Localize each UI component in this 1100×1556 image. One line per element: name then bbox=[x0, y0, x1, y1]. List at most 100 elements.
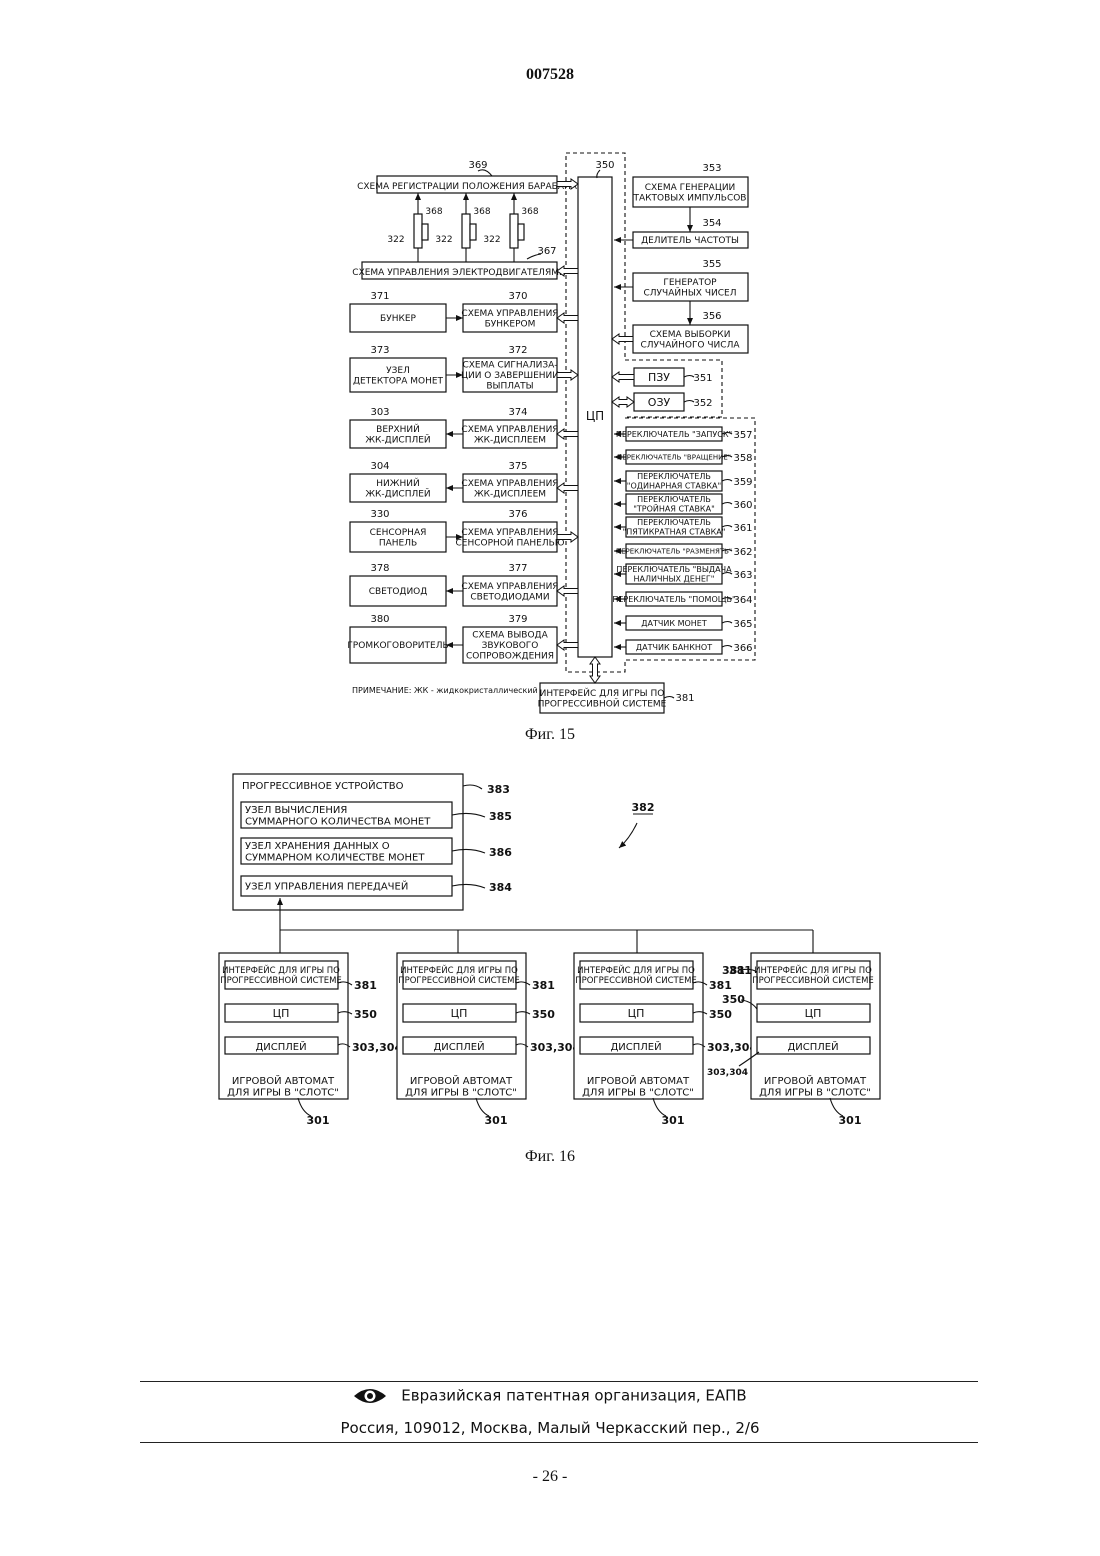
slot-caption-1-line-1: ДЛЯ ИГРЫ В "СЛОТС" bbox=[227, 1087, 339, 1098]
switch-ref-leader-366 bbox=[722, 646, 732, 648]
slot-cpu-label-1: ЦП bbox=[273, 1007, 290, 1020]
switch-text-360-line-1: "ТРОЙНАЯ СТАВКА" bbox=[633, 503, 715, 514]
motor-control-circuit-ref: 367 bbox=[537, 246, 556, 257]
switch-text-359-line-0: ПЕРЕКЛЮЧАТЕЛЬ bbox=[637, 472, 711, 481]
device-text-380-line-0: ГРОМКОГОВОРИТЕЛЬ bbox=[347, 641, 448, 651]
control-text-374-line-1: ЖК-ДИСПЛЕЕМ bbox=[474, 435, 546, 445]
device-ref-380: 380 bbox=[370, 614, 389, 625]
bus-arrow-to-cpu-372 bbox=[557, 370, 578, 380]
progressive-unit-text-385-line-0: УЗЕЛ ВЫЧИСЛЕНИЯ bbox=[245, 805, 347, 816]
slot-display-ref-3: 303,304 bbox=[707, 1041, 757, 1054]
cpu-ref-number: 350 bbox=[595, 160, 614, 171]
switch-text-357-line-0: ПЕРЕКЛЮЧАТЕЛЬ "ЗАПУСК" bbox=[616, 430, 732, 439]
control-text-372-line-1: ЦИИ О ЗАВЕРШЕНИИ bbox=[461, 371, 559, 381]
figure-16: ПРОГРЕССИВНОЕ УСТРОЙСТВО383УЗЕЛ ВЫЧИСЛЕН… bbox=[219, 774, 880, 1127]
device-text-303-line-0: ВЕРХНИЙ bbox=[376, 423, 420, 435]
progressive-unit-ref-385: 385 bbox=[489, 810, 512, 823]
control-ref-370: 370 bbox=[508, 291, 527, 302]
bus-arrow-interface bbox=[590, 657, 600, 683]
slot-interface-ref-3-upper: 381 bbox=[729, 964, 752, 977]
progressive-unit-text-384-line-0: УЗЕЛ УПРАВЛЕНИЯ ПЕРЕДАЧЕЙ bbox=[245, 880, 408, 893]
switch-ref-leader-365 bbox=[722, 622, 732, 624]
switch-ref-362: 362 bbox=[733, 547, 752, 558]
progressive-unit-text-385-line-1: СУММАРНОГО КОЛИЧЕСТВА МОНЕТ bbox=[245, 816, 431, 827]
eye-logo-icon bbox=[353, 1386, 387, 1406]
slot-interface-ref-1: 381 bbox=[354, 979, 377, 992]
switch-text-360-line-0: ПЕРЕКЛЮЧАТЕЛЬ bbox=[637, 495, 711, 504]
bus-arrow-rom bbox=[612, 372, 634, 382]
abbreviation-note: ПРИМЕЧАНИЕ: ЖК - жидкокристаллический bbox=[352, 686, 538, 695]
memory-ref-352: 352 bbox=[693, 398, 712, 409]
control-text-375-line-1: ЖК-ДИСПЛЕЕМ bbox=[474, 489, 546, 499]
slot-interface-text-1-line-1: ПРОГРЕССИВНОЙ СИСТЕМЕ bbox=[220, 974, 342, 986]
right-block-text-355-line-1: СЛУЧАЙНЫХ ЧИСЕЛ bbox=[644, 286, 737, 298]
stepping-motor-3 bbox=[510, 214, 518, 248]
figure-15-caption: Фиг. 15 bbox=[0, 726, 1100, 744]
slot-caption-3-line-0: ИГРОВОЙ АВТОМАТ bbox=[587, 1074, 690, 1087]
right-block-text-355-line-0: ГЕНЕРАТОР bbox=[663, 278, 717, 288]
slot-caption-3-line-1: ДЛЯ ИГРЫ В "СЛОТС" bbox=[582, 1087, 694, 1098]
progressive-device-ref: 383 bbox=[487, 783, 510, 796]
figure-15: ЦП350СХЕМА РЕГИСТРАЦИИ ПОЛОЖЕНИЯ БАРАБАН… bbox=[347, 153, 755, 713]
bus-arrow-ram bbox=[612, 397, 634, 407]
progressive-device-ref-leader bbox=[463, 785, 482, 789]
interface-ref: 381 bbox=[675, 693, 694, 704]
progressive-unit-ref-384: 384 bbox=[489, 881, 512, 894]
bus-arrow-from-cpu-370 bbox=[557, 313, 578, 323]
right-block-ref-355: 355 bbox=[702, 259, 721, 270]
slot-cpu-ref-3: 350 bbox=[709, 1008, 732, 1021]
device-text-304-line-0: НИЖНИЙ bbox=[376, 477, 419, 489]
bus-arrow-from-cpu-374 bbox=[557, 429, 578, 439]
control-text-375-line-0: СХЕМА УПРАВЛЕНИЯ bbox=[461, 479, 558, 489]
control-ref-379: 379 bbox=[508, 614, 527, 625]
control-ref-374: 374 bbox=[508, 407, 527, 418]
slot-interface-text-3-line-0: ИНТЕРФЕЙС ДЛЯ ИГРЫ ПО bbox=[577, 964, 695, 976]
memory-label-352: ОЗУ bbox=[648, 396, 671, 409]
slot-display-ref-4: 303,304 bbox=[707, 1068, 748, 1078]
slot-interface-ref-3: 381 bbox=[709, 979, 732, 992]
switch-text-363-line-0: ПЕРЕКЛЮЧАТЕЛЬ "ВЫДАЧА bbox=[616, 565, 732, 574]
slot-caption-4-line-1: ДЛЯ ИГРЫ В "СЛОТС" bbox=[759, 1087, 871, 1098]
switch-ref-363: 363 bbox=[733, 570, 752, 581]
slot-display-ref-1: 303,304 bbox=[352, 1041, 402, 1054]
control-text-376-line-0: СХЕМА УПРАВЛЕНИЯ bbox=[461, 528, 558, 538]
system-ref-number: 382 bbox=[632, 801, 655, 814]
bus-arrow-from-cpu-379 bbox=[557, 640, 578, 650]
control-text-374-line-0: СХЕМА УПРАВЛЕНИЯ bbox=[461, 425, 558, 435]
memory-ref-351: 351 bbox=[693, 373, 712, 384]
footer-org-text: Евразийская патентная организация, ЕАПВ bbox=[401, 1387, 746, 1405]
slot-cpu-label-2: ЦП bbox=[451, 1007, 468, 1020]
control-text-372-line-0: СХЕМА СИГНАЛИЗА- bbox=[462, 361, 557, 371]
footer-address: Россия, 109012, Москва, Малый Черкасский… bbox=[0, 1419, 1100, 1437]
motor-ref-3: 322 bbox=[483, 235, 500, 245]
slot-cpu-ref-2: 350 bbox=[532, 1008, 555, 1021]
control-text-379-line-2: СОПРОВОЖДЕНИЯ bbox=[466, 652, 554, 662]
motor-control-circuit-text: СХЕМА УПРАВЛЕНИЯ ЭЛЕКТРОДВИГАТЕЛЯМИ bbox=[352, 268, 565, 278]
bus-arrow-from-cpu-375 bbox=[557, 483, 578, 493]
device-ref-378: 378 bbox=[370, 563, 389, 574]
control-text-376-line-1: СЕНСОРНОЙ ПАНЕЛЬЮ bbox=[455, 536, 564, 548]
right-block-text-356-line-1: СЛУЧАЙНОГО ЧИСЛА bbox=[641, 338, 741, 350]
switch-ref-365: 365 bbox=[733, 619, 752, 630]
slot-caption-2-line-0: ИГРОВОЙ АВТОМАТ bbox=[410, 1074, 513, 1087]
device-text-304-line-1: ЖК-ДИСПЛЕЙ bbox=[365, 487, 430, 499]
stepping-motor-2 bbox=[462, 214, 470, 248]
bus-arrow-from-cpu-377 bbox=[557, 586, 578, 596]
motor-ref-1: 322 bbox=[387, 235, 404, 245]
switch-text-361-line-1: "ПЯТИКРАТНАЯ СТАВКА" bbox=[623, 528, 726, 537]
control-ref-375: 375 bbox=[508, 461, 527, 472]
control-text-379-line-1: ЗВУКОВОГО bbox=[482, 641, 539, 651]
interface-text-line-1: ПРОГРЕССИВНОЙ СИСТЕМЕ bbox=[538, 697, 667, 709]
slot-display-label-4: ДИСПЛЕЙ bbox=[787, 1040, 838, 1053]
system-ref-arrow bbox=[619, 823, 637, 848]
sensor-ref-1: 368 bbox=[425, 207, 442, 217]
slot-cpu-ref-1: 350 bbox=[354, 1008, 377, 1021]
control-ref-377: 377 bbox=[508, 563, 527, 574]
device-ref-304: 304 bbox=[370, 461, 389, 472]
right-block-ref-354: 354 bbox=[702, 218, 721, 229]
reel-position-circuit-ref: 369 bbox=[468, 160, 487, 171]
device-ref-330: 330 bbox=[370, 509, 389, 520]
reel-sensor-2 bbox=[470, 224, 476, 240]
footer-bottom-rule bbox=[140, 1442, 978, 1443]
progressive-unit-ref-386: 386 bbox=[489, 846, 512, 859]
